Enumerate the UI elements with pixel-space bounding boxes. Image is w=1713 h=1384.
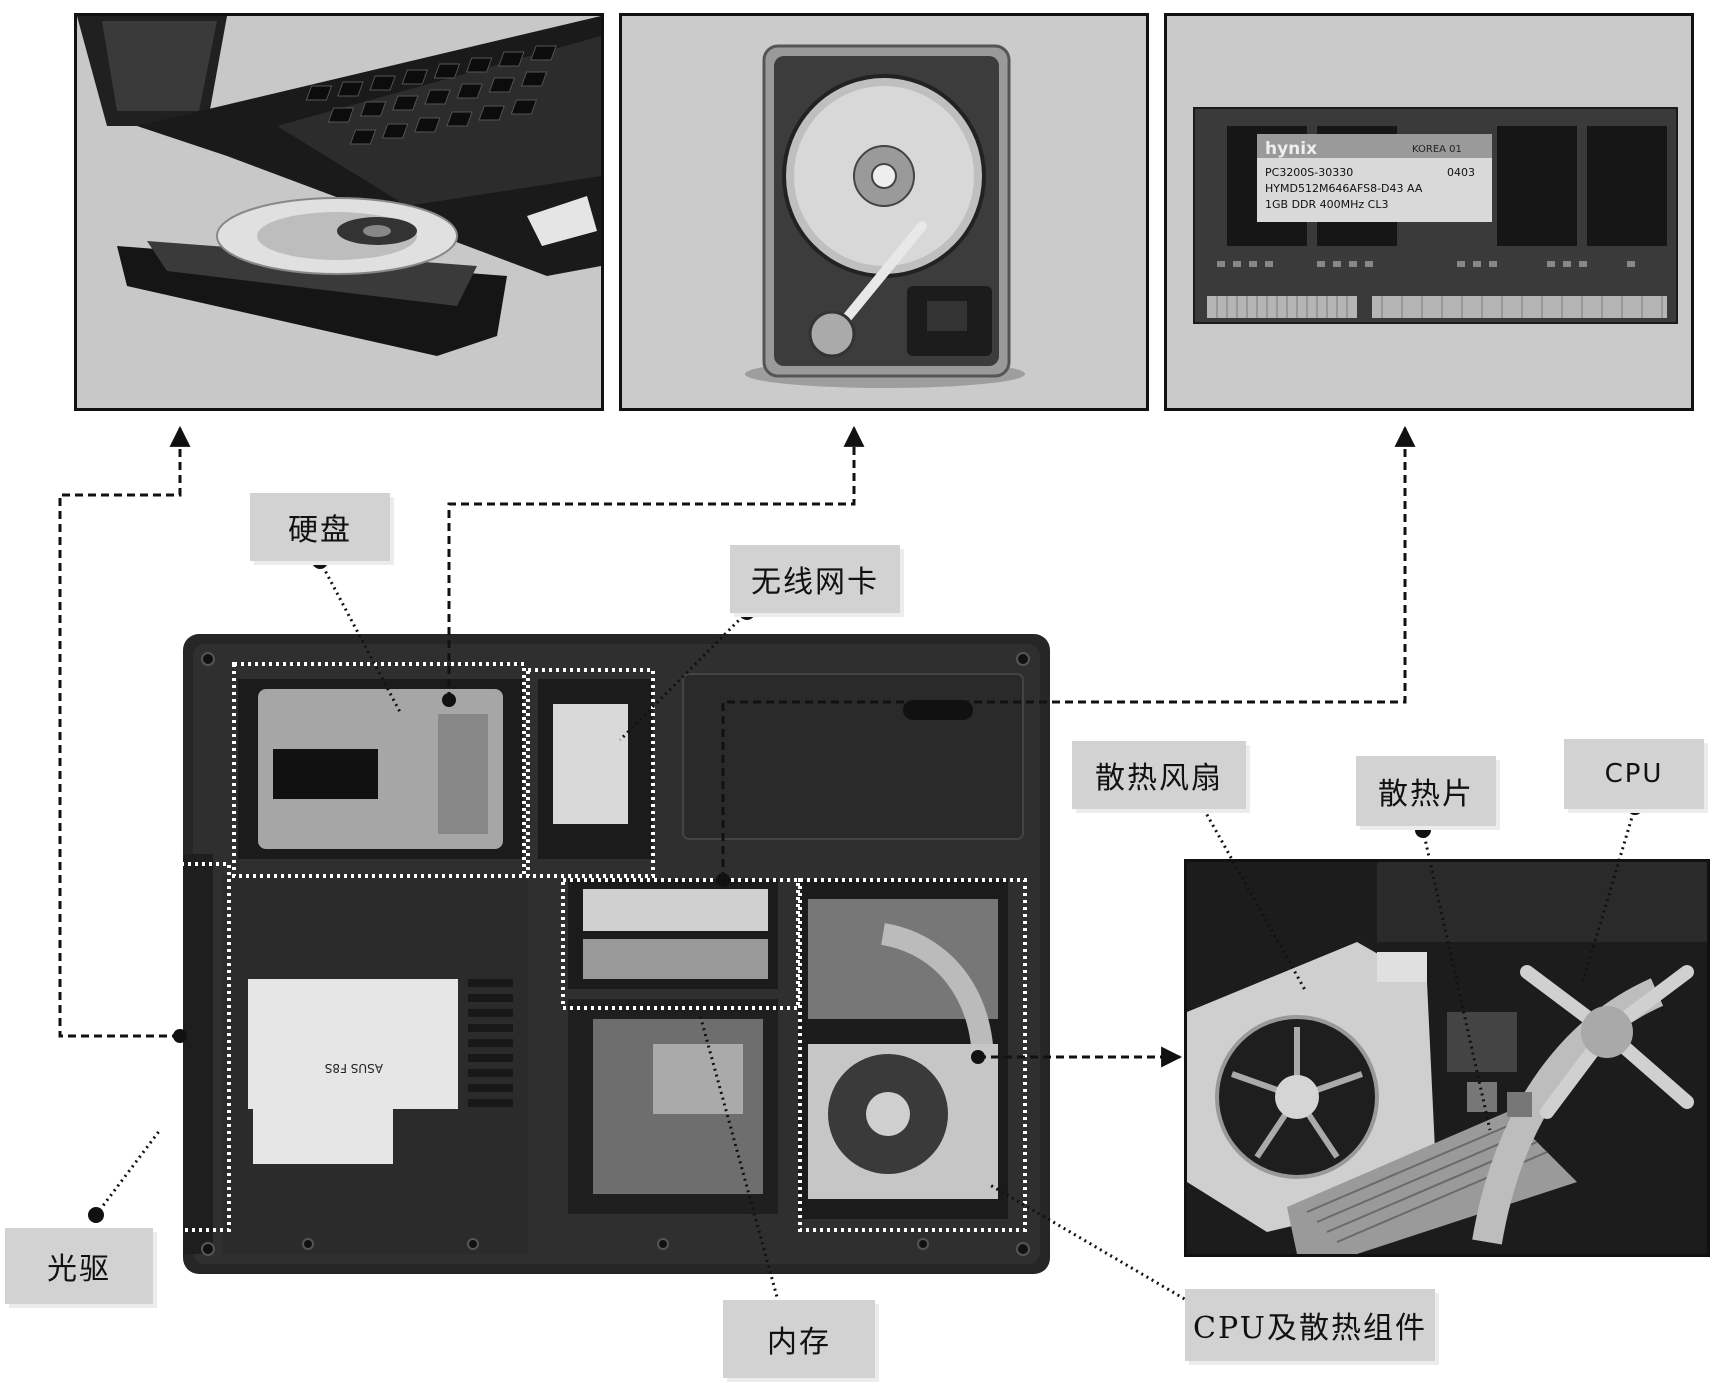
hard-disk-illustration xyxy=(622,16,1146,408)
hard-disk-photo xyxy=(619,13,1149,411)
memory-line3: 1GB DDR 400MHz CL3 xyxy=(1265,198,1388,211)
optical-drive-photo xyxy=(74,13,604,411)
memory-origin: KOREA 01 xyxy=(1412,144,1462,155)
memory-line1: PC3200S-30330 xyxy=(1265,166,1353,179)
optical-drive-illustration xyxy=(77,16,601,408)
heat-sink-label: 散热片 xyxy=(1356,756,1496,826)
optical-drive-leader xyxy=(96,1130,160,1215)
optical-drive-connector xyxy=(60,428,180,1036)
memory-brand: hynix xyxy=(1265,139,1317,159)
hard-disk-label: 硬盘 xyxy=(250,493,390,561)
memory-line2: HYMD512M646AFS8-D43 AA xyxy=(1265,182,1423,195)
laptop-sticker-brand: ASUS F8S xyxy=(325,1061,383,1075)
cpu-label: CPU xyxy=(1564,739,1704,809)
laptop-bottom-photo: ASUS F8S xyxy=(183,634,1050,1274)
laptop-bottom-illustration: ASUS F8S xyxy=(183,634,1050,1274)
cpu-closeup-photo xyxy=(1184,859,1710,1257)
cpu-assembly-label: CPU及散热组件 xyxy=(1185,1289,1435,1361)
cooling-fan-label: 散热风扇 xyxy=(1072,741,1246,809)
memory-label: 内存 xyxy=(723,1300,875,1378)
optical-drive-label: 光驱 xyxy=(5,1228,153,1304)
cpu-closeup-illustration xyxy=(1187,862,1707,1254)
memory-photo: hynix KOREA 01 PC3200S-30330 0403 HYMD51… xyxy=(1164,13,1694,411)
memory-code: 0403 xyxy=(1447,166,1475,179)
wireless-card-label: 无线网卡 xyxy=(730,545,900,613)
memory-module-illustration: hynix KOREA 01 PC3200S-30330 0403 HYMD51… xyxy=(1167,16,1691,408)
